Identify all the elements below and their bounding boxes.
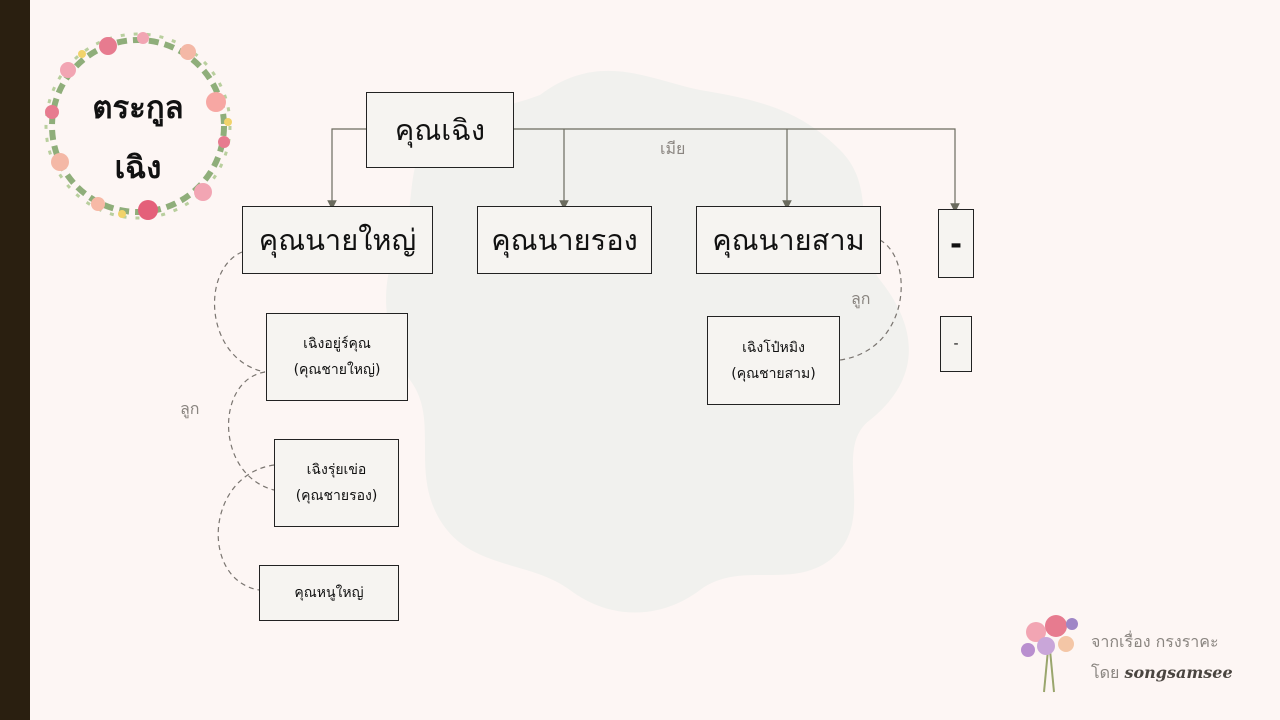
child-role-1: (คุณชายใหญ่) <box>293 362 381 378</box>
child-name-2: เฉิงรุ่ยเข่อ <box>306 462 367 478</box>
child-box-4[interactable]: เฉิงโป๋หมิง (คุณชายสาม) <box>707 316 840 405</box>
credit-source: จากเรื่อง กรงราคะ <box>1091 632 1219 651</box>
dashed-child-link-1 <box>214 251 266 373</box>
root-person-box[interactable]: คุณเฉิง <box>366 92 514 168</box>
child-role-4: (คุณชายสาม) <box>731 365 816 382</box>
flower-bouquet-icon <box>1021 615 1078 693</box>
wife-name-2: คุณนายรอง <box>491 223 638 257</box>
child-box-5[interactable]: - <box>940 316 972 372</box>
wife-name-3: คุณนายสาม <box>712 223 865 257</box>
family-title: ตระกูล เฉิง <box>38 78 238 198</box>
child-box-1[interactable]: เฉิงอยู่ร์คุณ (คุณชายใหญ่) <box>266 313 408 401</box>
wife-box-3[interactable]: คุณนายสาม <box>696 206 881 274</box>
dashed-child-link-3 <box>217 464 275 591</box>
left-sidebar-bar <box>0 0 30 720</box>
child-label-right: ลูก <box>851 289 871 308</box>
wife-box-1[interactable]: คุณนายใหญ่ <box>242 206 433 274</box>
root-person-name: คุณเฉิง <box>394 113 486 147</box>
child-name-3: คุณหนูใหญ่ <box>294 585 364 601</box>
credit-author-line: โดย songsamsee <box>1091 661 1233 686</box>
wife-box-2[interactable]: คุณนายรอง <box>477 206 652 274</box>
wife-box-4[interactable]: - <box>938 209 974 278</box>
child-box-3[interactable]: คุณหนูใหญ่ <box>259 565 399 621</box>
dashed-child-link-2 <box>227 371 275 491</box>
wife-name-4: - <box>949 226 963 261</box>
credit-by: โดย <box>1091 663 1120 682</box>
family-title-line1: ตระกูล <box>92 90 184 126</box>
wife-name-1: คุณนายใหญ่ <box>258 223 417 257</box>
credit-author: songsamsee <box>1124 663 1233 682</box>
connector-main-branch <box>513 128 960 213</box>
flower-wreath-icon <box>44 32 232 220</box>
child-name-5: - <box>953 336 959 352</box>
connector-first-wife <box>327 128 367 210</box>
child-role-2: (คุณชายรอง) <box>295 488 378 504</box>
child-name-4: เฉิงโป๋หมิง <box>742 339 805 356</box>
wife-label: เมีย <box>660 139 686 158</box>
child-label-left: ลูก <box>180 399 200 418</box>
child-box-2[interactable]: เฉิงรุ่ยเข่อ (คุณชายรอง) <box>274 439 399 527</box>
family-title-line2: เฉิง <box>114 150 162 186</box>
child-name-1: เฉิงอยู่ร์คุณ <box>303 336 371 352</box>
